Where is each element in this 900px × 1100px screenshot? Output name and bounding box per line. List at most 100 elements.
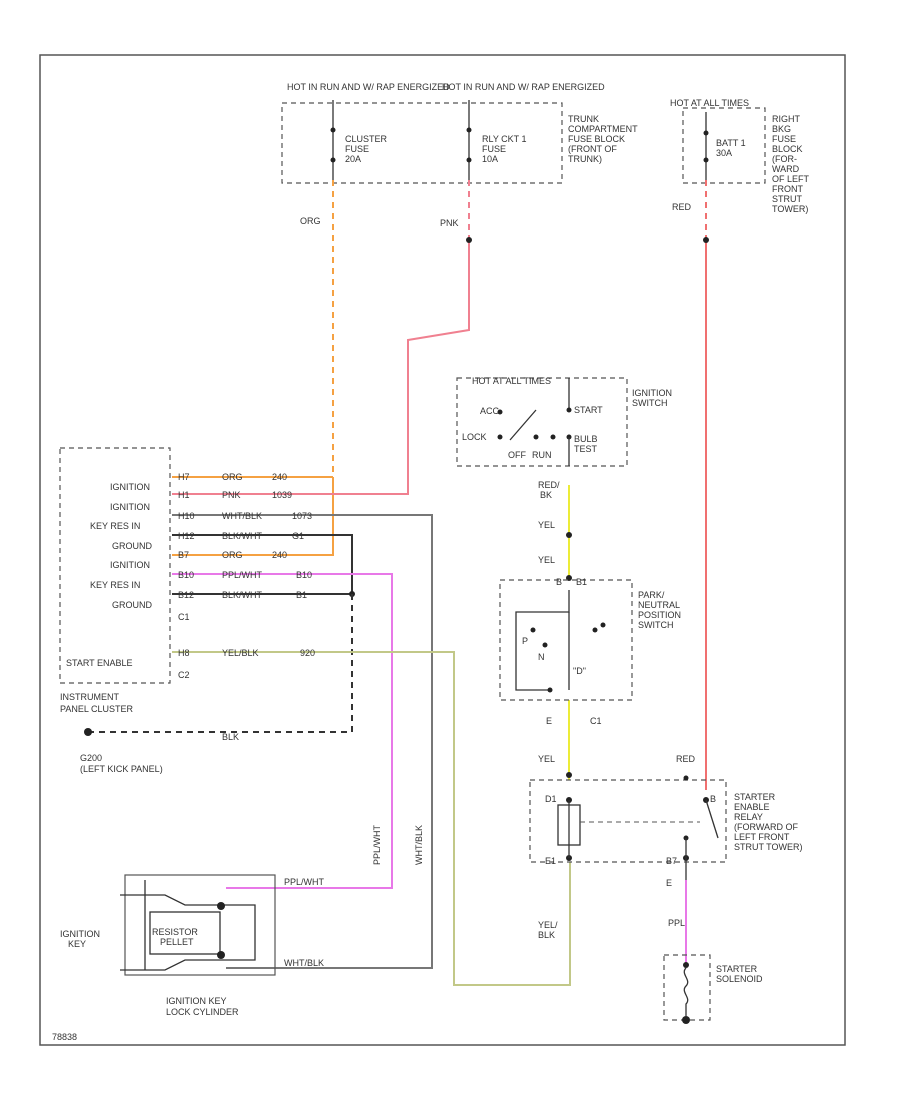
label-yel-blk-1: YEL/ [538, 920, 558, 930]
footer-code: 78838 [52, 1032, 77, 1042]
ign-start: START [574, 405, 603, 415]
label-red-bk-1: RED/ [538, 480, 560, 490]
wire-ground-h12 [172, 534, 353, 595]
row-0-color: ORG [222, 472, 243, 482]
row-3-color: BLK/WHT [222, 531, 263, 541]
right-block-l5: (FOR- [772, 154, 797, 164]
park-neutral-switch: B B1 P N "D" PARK/ NEUTRAL POSITION SWIT… [499, 577, 681, 726]
rly-fuse-l3: 10A [482, 154, 498, 164]
label-red-bk-2: BK [540, 490, 552, 500]
right-block-l2: BKG [772, 124, 791, 134]
cluster-c2: C2 [178, 670, 190, 680]
resistor-label-2: PELLET [160, 937, 194, 947]
pnp-label-4: SWITCH [638, 620, 674, 630]
label-org: ORG [300, 216, 321, 226]
row-0-pin: H7 [178, 472, 190, 482]
wire-pink [172, 240, 470, 495]
wire-ground-dash [90, 594, 353, 733]
cluster-fuse-l3: 20A [345, 154, 361, 164]
row-2-color: WHT/BLK [222, 511, 262, 521]
cluster-c1: C1 [178, 612, 190, 622]
label-yel-2: YEL [538, 555, 555, 565]
label-wht-blk-h: WHT/BLK [284, 958, 324, 968]
label-red-2: RED [676, 754, 696, 764]
cluster-fuse-l2: FUSE [345, 144, 369, 154]
row-1-size: 1039 [272, 490, 292, 500]
wire-orange-b7 [172, 477, 334, 556]
right-block-l9: STRUT [772, 194, 802, 204]
start-enable-color: YEL/BLK [222, 648, 259, 658]
row-1-pin: H1 [178, 490, 190, 500]
label-ppl: PPL [668, 918, 685, 928]
ign-lock: LOCK [462, 432, 487, 442]
pnp-label-2: NEUTRAL [638, 600, 680, 610]
row-4-name: IGNITION [110, 560, 150, 570]
ign-test: TEST [574, 444, 598, 454]
row-3-pin: H12 [178, 531, 195, 541]
pnp-label-1: PARK/ [638, 590, 665, 600]
batt-fuse-l2: 30A [716, 148, 732, 158]
ign-label-2: SWITCH [632, 398, 668, 408]
row-5-pin: B10 [178, 570, 194, 580]
label-blk: BLK [222, 732, 239, 742]
row-4-size: 240 [272, 550, 287, 560]
relay-label-1: STARTER [734, 792, 776, 802]
solenoid-label-2: SOLENOID [716, 974, 763, 984]
starter-enable-relay: D1 E1 B B7 E RED STARTER ENABLE RELAY (F… [529, 754, 803, 888]
label-pnk: PNK [440, 218, 459, 228]
solenoid-label-1: STARTER [716, 964, 758, 974]
row-0-size: 240 [272, 472, 287, 482]
wire-start-enable [172, 651, 571, 986]
ignition-switch: HOT AT ALL TIMES ACC START LOCK OFF RUN … [456, 376, 672, 467]
relay-label-3: RELAY [734, 812, 763, 822]
cluster-rows: IGNITION H7 ORG 240 IGNITION H1 PNK 1039… [90, 472, 312, 610]
right-block-l10: TOWER) [772, 204, 808, 214]
diagram-frame [39, 54, 846, 1046]
ign-bulb: BULB [574, 434, 598, 444]
row-4-pin: B7 [178, 550, 189, 560]
cluster-fuse-l1: CLUSTER [345, 134, 388, 144]
row-0-name: IGNITION [110, 482, 150, 492]
ign-hot-label: HOT AT ALL TIMES [472, 376, 551, 386]
hot-label-1: HOT IN RUN AND W/ RAP ENERGIZED [287, 82, 450, 92]
label-yel-blk-2: BLK [538, 930, 555, 940]
relay-pin-b: B [710, 794, 716, 804]
label-wht-blk-v: WHT/BLK [414, 825, 424, 865]
start-enable-name: START ENABLE [66, 658, 133, 668]
row-1-name: IGNITION [110, 502, 150, 512]
pnp-pin-b: B [556, 577, 562, 587]
pnp-n: N [538, 652, 545, 662]
trunk-fuse-block: HOT IN RUN AND W/ RAP ENERGIZED HOT IN R… [281, 82, 638, 184]
label-ppl-wht-v: PPL/WHT [372, 824, 382, 865]
row-4-color: ORG [222, 550, 243, 560]
label-yel-3: YEL [538, 754, 555, 764]
label-ppl-wht-h: PPL/WHT [284, 877, 325, 887]
row-6-color: BLK/WHT [222, 590, 263, 600]
relay-pin-e: E [666, 878, 672, 888]
relay-label-2: ENABLE [734, 802, 770, 812]
row-5-size: B10 [296, 570, 312, 580]
resistor-label-1: RESISTOR [152, 927, 198, 937]
row-3-size: G1 [292, 531, 304, 541]
wire-ppl-wht [172, 573, 393, 889]
rly-fuse-l2: FUSE [482, 144, 506, 154]
ign-acc: ACC [480, 406, 500, 416]
ign-off: OFF [508, 450, 526, 460]
row-6-pin: B12 [178, 590, 194, 600]
row-2-name: KEY RES IN [90, 521, 140, 531]
right-block-l8: FRONT [772, 184, 803, 194]
hot-label-3: HOT AT ALL TIMES [670, 98, 749, 108]
cluster-label-1: INSTRUMENT [60, 692, 119, 702]
cylinder-label-1: IGNITION KEY [166, 996, 227, 1006]
ground-label-1: G200 [80, 753, 102, 763]
relay-label-6: STRUT TOWER) [734, 842, 803, 852]
row-1-color: PNK [222, 490, 241, 500]
trunk-block-l2: COMPARTMENT [568, 124, 638, 134]
ignition-key-cylinder: IGNITION KEY RESISTOR PELLET IGNITION KE… [60, 874, 276, 1017]
trunk-block-l1: TRUNK [568, 114, 599, 124]
right-block-l3: FUSE [772, 134, 796, 144]
right-block-l7: OF LEFT [772, 174, 810, 184]
start-enable-pin: H8 [178, 648, 190, 658]
pnp-pin-e: E [546, 716, 552, 726]
